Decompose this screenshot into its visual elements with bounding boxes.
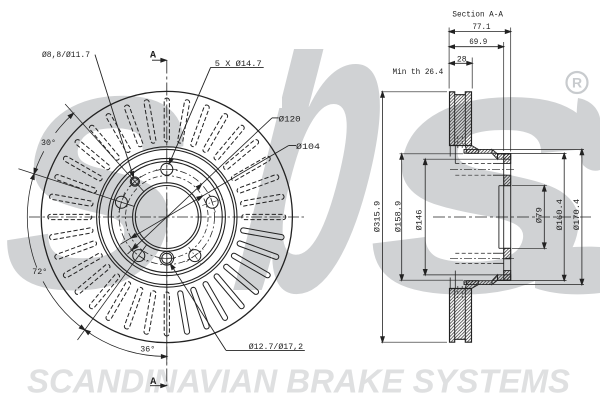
svg-text:36°: 36° (140, 346, 155, 355)
svg-text:5 X Ø14.7: 5 X Ø14.7 (215, 59, 262, 69)
svg-text:72°: 72° (32, 268, 47, 277)
svg-text:28: 28 (457, 56, 467, 65)
svg-text:Ø120: Ø120 (279, 114, 301, 124)
svg-text:Ø160.4: Ø160.4 (555, 199, 565, 231)
svg-text:A: A (150, 51, 156, 62)
svg-text:30°: 30° (41, 139, 56, 148)
svg-text:Ø79: Ø79 (535, 207, 545, 223)
svg-text:77.1: 77.1 (473, 23, 491, 32)
svg-text:Min th 26.4: Min th 26.4 (393, 67, 444, 77)
svg-text:Ø8,8/Ø11.7: Ø8,8/Ø11.7 (42, 50, 90, 60)
svg-text:Ø12.7/Ø17,2: Ø12.7/Ø17,2 (249, 342, 303, 352)
svg-text:SCANDINAVIAN BRAKE SYSTEMS: SCANDINAVIAN BRAKE SYSTEMS (27, 363, 570, 400)
svg-text:Section A-A: Section A-A (452, 10, 503, 20)
svg-text:R: R (572, 75, 582, 91)
svg-text:Ø170.4: Ø170.4 (572, 199, 582, 231)
svg-text:Ø158.9: Ø158.9 (394, 201, 404, 233)
svg-text:69.9: 69.9 (469, 38, 487, 47)
svg-text:Ø315.9: Ø315.9 (373, 201, 383, 233)
svg-text:Ø104: Ø104 (296, 142, 320, 152)
svg-text:A: A (150, 377, 156, 388)
svg-text:Ø146: Ø146 (415, 209, 425, 230)
